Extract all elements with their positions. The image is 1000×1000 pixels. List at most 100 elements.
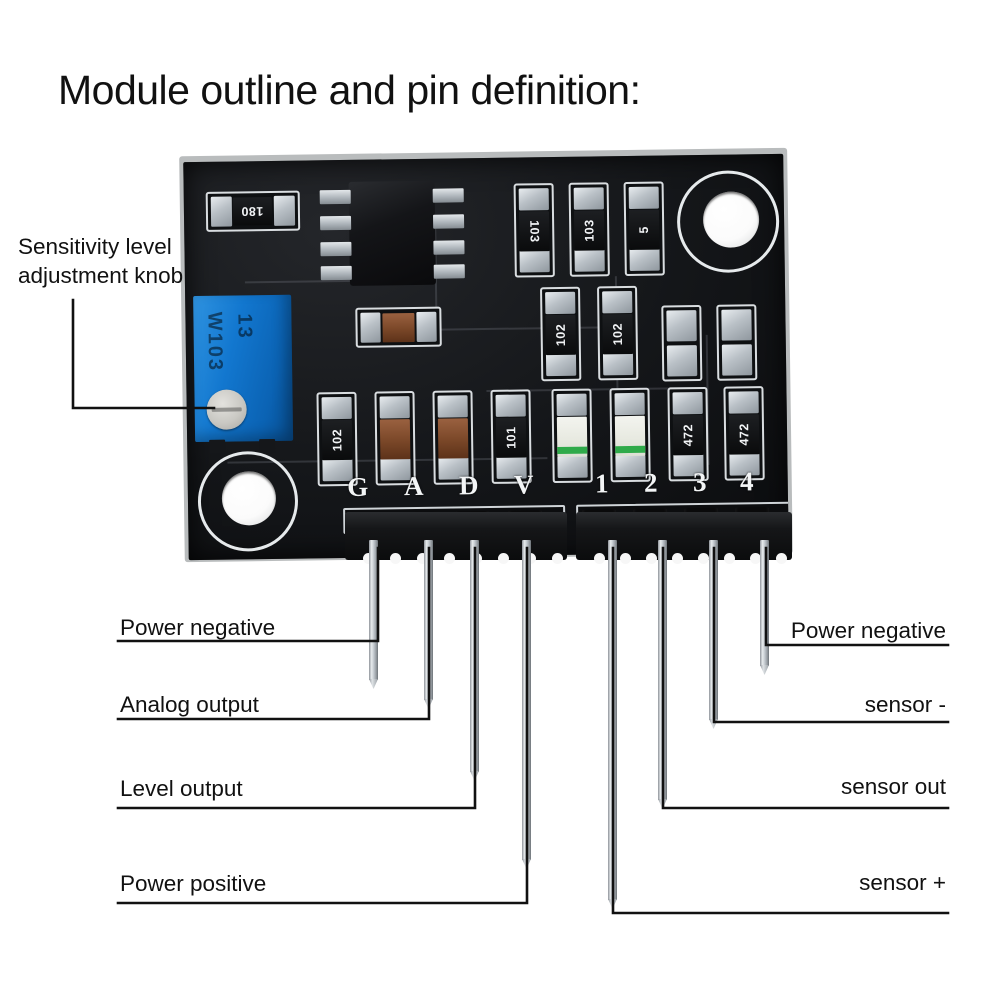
pin-v[interactable] <box>522 540 531 860</box>
pad-resistor-180: 180 <box>205 190 301 232</box>
resistor-102b: 102 <box>602 313 633 355</box>
resistor-101: 101 <box>495 417 527 458</box>
page-title: Module outline and pin definition: <box>58 67 641 113</box>
silk-pin-label-v: V <box>513 469 534 500</box>
potentiometer-marking-bottom: W103 <box>203 311 227 373</box>
solder-terminal <box>518 188 549 211</box>
solder-terminal <box>557 455 588 479</box>
callout-knob-line1: Sensitivity level <box>18 234 172 259</box>
header-body-left <box>345 512 567 564</box>
solder-terminal <box>360 312 381 343</box>
ic-pin <box>433 264 465 279</box>
pin-2[interactable] <box>658 540 667 800</box>
solder-terminal <box>437 395 468 418</box>
resistor-103b: 103 <box>573 210 605 251</box>
resistor-472a: 472 <box>672 414 704 456</box>
led-b <box>614 415 646 457</box>
pin-4[interactable] <box>760 540 769 666</box>
callout-left-analog-output: Analog output <box>120 692 259 717</box>
resistor-102c: 102 <box>321 419 353 461</box>
resistor-103a: 103 <box>518 211 550 252</box>
ic-pin <box>319 189 351 205</box>
potentiometer-screw[interactable] <box>206 389 247 430</box>
pad-resistor-103a: 103 <box>513 183 555 278</box>
capacitor-a <box>379 419 411 460</box>
solder-terminal <box>545 353 577 377</box>
silk-pin-label-4: 4 <box>739 466 754 497</box>
pad-led-a <box>551 388 593 484</box>
solder-terminal <box>574 249 605 272</box>
solder-terminal <box>273 195 296 226</box>
ic-pin <box>432 214 465 229</box>
solder-terminal <box>629 248 660 271</box>
callout-right-sensor-minus: sensor - <box>864 692 946 717</box>
pad-resistor-5: 5 <box>623 181 665 277</box>
resistor-5: 5 <box>628 209 660 250</box>
solder-terminal <box>721 309 752 341</box>
pad-resistor-102b: 102 <box>597 285 639 381</box>
callout-left-level-output: Level output <box>120 776 243 801</box>
solder-terminal <box>721 344 753 376</box>
silk-pin-label-a: A <box>403 470 424 502</box>
callout-left-power-negative: Power negative <box>120 615 276 640</box>
solder-terminal <box>210 196 233 227</box>
pin-1[interactable] <box>608 540 617 900</box>
solder-terminal <box>728 391 759 414</box>
resistor-472b: 472 <box>728 414 760 455</box>
solder-terminal <box>628 186 659 209</box>
solder-terminal <box>545 291 576 315</box>
potentiometer-marking-top: 13 <box>233 313 256 340</box>
solder-terminal <box>666 310 697 342</box>
led-marking <box>557 446 588 455</box>
callout-knob-line2: adjustment knob <box>18 263 184 288</box>
resistor-180: 180 <box>232 196 273 226</box>
pcb-board: 180 <box>179 147 793 563</box>
silk-pin-label-1: 1 <box>594 468 609 499</box>
solder-terminal <box>666 345 698 377</box>
potentiometer[interactable]: 13 W103 <box>193 294 294 443</box>
solder-terminal <box>495 394 526 417</box>
solder-terminal <box>379 396 410 419</box>
pad-blank-b <box>716 304 758 381</box>
callout-right-sensor-plus: sensor + <box>859 870 946 895</box>
callout-knob: Sensitivity level adjustment knob <box>18 232 183 290</box>
silk-pin-label-3: 3 <box>692 466 707 498</box>
ic-pin <box>433 240 465 255</box>
pad-blank-a <box>661 304 703 382</box>
solder-terminal <box>416 311 437 342</box>
pad-resistor-102a: 102 <box>540 286 582 382</box>
mounting-hole-bottom-left <box>197 450 299 553</box>
solder-terminal <box>519 250 550 273</box>
ic-pin <box>320 215 352 231</box>
resistor-102a: 102 <box>545 314 576 356</box>
silk-pin-label-g: G <box>347 471 369 502</box>
pcb-board-face: 180 <box>183 153 789 561</box>
solder-terminal <box>556 393 587 417</box>
silk-pin-label-d: D <box>458 470 479 501</box>
ic-pin <box>320 241 352 257</box>
ic-pin <box>320 265 352 281</box>
pad-resistor-103b: 103 <box>568 182 610 277</box>
callout-right-power-negative: Power negative <box>790 618 946 643</box>
ic-body <box>348 180 436 286</box>
solder-terminal <box>321 396 352 420</box>
capacitor-mid <box>382 312 415 343</box>
callout-left-power-positive: Power positive <box>120 871 267 896</box>
silk-pin-label-2: 2 <box>643 467 658 498</box>
solder-terminal <box>602 352 634 376</box>
solder-terminal <box>602 290 633 314</box>
pin-d[interactable] <box>470 540 479 772</box>
ic-pin <box>432 188 464 203</box>
pin-a[interactable] <box>424 540 433 700</box>
led-marking <box>615 445 646 454</box>
capacitor-b <box>437 418 469 459</box>
solder-terminal <box>614 392 645 416</box>
mounting-hole-top-right <box>676 169 780 274</box>
pin-g[interactable] <box>369 540 378 680</box>
callout-right-sensor-out: sensor out <box>840 774 946 799</box>
pad-capacitor-mid <box>355 306 442 348</box>
solder-terminal <box>672 391 703 415</box>
solder-terminal <box>573 187 604 210</box>
